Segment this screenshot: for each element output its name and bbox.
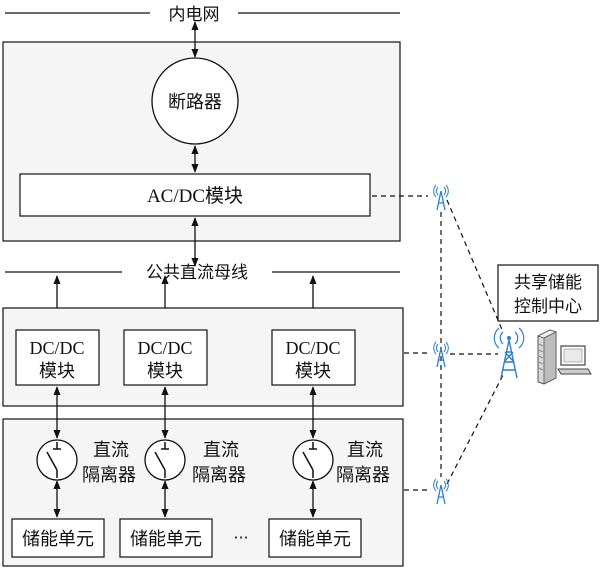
dcdc-module-label-line2: 模块 [39, 361, 75, 382]
antenna-icon [433, 184, 449, 211]
server-icon [536, 329, 558, 385]
storage-unit-label: 储能单元 [22, 529, 94, 550]
communication-links [372, 195, 504, 491]
breaker: 断路器 [151, 57, 239, 145]
computer-monitor-icon [557, 345, 592, 375]
dcdc-module-label-line1: DC/DC [137, 338, 192, 358]
dc-bus: 公共直流母线 [5, 263, 400, 283]
tower-antenna-icon [493, 327, 525, 379]
breaker-circle [151, 57, 239, 145]
control-center-line2: 控制中心 [514, 297, 582, 317]
dcdc-module-label-line2: 模块 [147, 361, 183, 382]
antenna-icon [433, 478, 449, 505]
dcdc-module-2: DC/DC 模块 [123, 329, 208, 386]
isolator-label-line2: 隔离器 [336, 465, 390, 486]
isolator-switch-1 [36, 439, 78, 481]
storage-unit-2: 储能单元 [119, 518, 213, 558]
grid-bus: 内电网 [5, 5, 400, 25]
acdc-module: AC/DC模块 [19, 173, 371, 217]
control-center-line1: 共享储能 [514, 273, 582, 293]
dcdc-module-3: DC/DC 模块 [271, 329, 356, 386]
control-center-label: 共享储能 控制中心 [497, 264, 599, 322]
storage-unit-label: 储能单元 [279, 529, 351, 550]
isolator-label-line1: 直流 [347, 440, 383, 461]
dcdc-module-label-line1: DC/DC [285, 338, 340, 358]
breaker-label: 断路器 [168, 92, 222, 113]
isolator-label-line1: 直流 [93, 440, 129, 461]
isolator-switch-2 [144, 439, 186, 481]
dc-bus-label: 公共直流母线 [146, 263, 248, 283]
isolator-label-line1: 直流 [203, 440, 239, 461]
antenna-icon [433, 341, 449, 368]
acdc-module-label: AC/DC模块 [147, 185, 243, 207]
grid-bus-label: 内电网 [169, 5, 220, 25]
isolator-label-line2: 隔离器 [82, 465, 136, 486]
storage-unit-3: 储能单元 [268, 518, 362, 558]
dcdc-module-1: DC/DC 模块 [15, 329, 100, 386]
dcdc-module-label-line2: 模块 [295, 361, 331, 382]
dcdc-module-label-line1: DC/DC [29, 338, 84, 358]
storage-unit-label: 储能单元 [130, 529, 202, 550]
storage-unit-1: 储能单元 [11, 518, 105, 558]
isolator-label-line2: 隔离器 [192, 465, 246, 486]
ellipsis: ··· [233, 528, 248, 547]
acdc-module-box [19, 173, 371, 217]
isolator-switch-3 [292, 439, 334, 481]
